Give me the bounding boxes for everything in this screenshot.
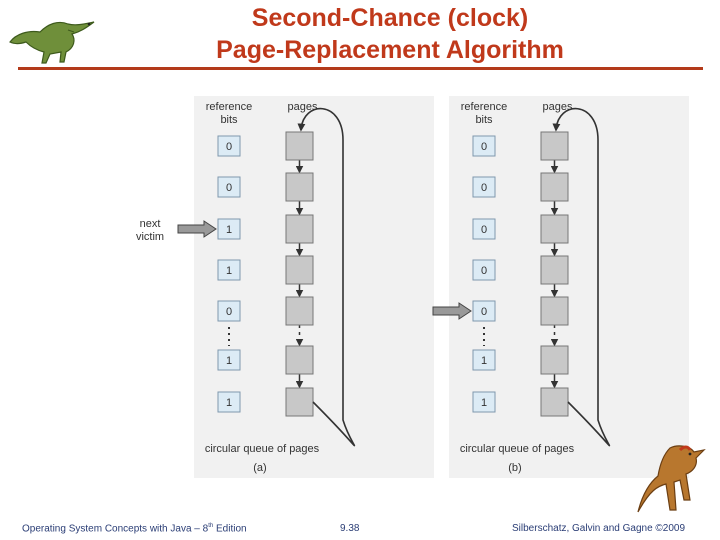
reference-bit-value: 0 (481, 182, 487, 194)
reference-bit-value: 0 (226, 182, 232, 194)
reference-bit-value: 0 (481, 141, 487, 153)
title-divider (18, 67, 703, 70)
page-box (540, 345, 569, 375)
reference-bit-value: 1 (226, 397, 232, 409)
reference-bits-label: reference (461, 101, 507, 113)
next-victim-arrow (177, 220, 217, 238)
next-victim-arrow (432, 302, 472, 320)
slide-title-line1: Second-Chance (clock) (251, 4, 529, 32)
page-box (285, 131, 314, 161)
page-box (285, 172, 314, 202)
reference-bit-value: 0 (481, 265, 487, 277)
footer-copyright: Silberschatz, Galvin and Gagne ©2009 (512, 523, 686, 534)
reference-bit-box (217, 349, 241, 371)
page-box (540, 214, 569, 244)
reference-bits-label: reference (206, 101, 252, 113)
reference-bit-box (217, 176, 241, 198)
page-box (285, 255, 314, 285)
reference-bit-box (472, 300, 496, 322)
reference-bit-box (472, 176, 496, 198)
reference-bit-value: 1 (226, 265, 232, 277)
page-box (285, 214, 314, 244)
reference-bit-box (217, 218, 241, 240)
reference-bit-box (472, 349, 496, 371)
page-box (540, 172, 569, 202)
reference-bit-value: 0 (226, 306, 232, 318)
panel-caption: (a) (253, 462, 266, 474)
reference-bit-value: 1 (226, 355, 232, 367)
reference-bit-value: 1 (481, 355, 487, 367)
slide-title: Second-Chance (clock) Page-Replacement A… (110, 2, 670, 66)
page-box (285, 296, 314, 326)
reference-bit-box (472, 259, 496, 281)
reference-bit-box (472, 135, 496, 157)
reference-bit-box (217, 259, 241, 281)
next-victim-label: victim (136, 231, 164, 243)
page-box (540, 255, 569, 285)
pages-label: pages (288, 101, 318, 113)
page-box (540, 387, 569, 417)
circular-queue-label: circular queue of pages (460, 443, 575, 455)
reference-bit-box (217, 391, 241, 413)
footer-book-title: Operating System Concepts with Java – 8t… (22, 523, 247, 534)
page-box (540, 131, 569, 161)
pages-label: pages (543, 101, 573, 113)
reference-bit-box (217, 300, 241, 322)
panel-background (194, 96, 434, 478)
reference-bits-label: bits (220, 114, 238, 126)
page-box (540, 296, 569, 326)
reference-bit-value: 0 (481, 306, 487, 318)
footer-book-edition-text: Edition (213, 523, 247, 535)
footer-slide-number: 9.38 (340, 523, 360, 534)
reference-bit-box (472, 218, 496, 240)
reference-bits-label: bits (475, 114, 493, 126)
reference-bit-box (472, 391, 496, 413)
panel-caption: (b) (508, 462, 521, 474)
next-victim-label: next (140, 218, 161, 230)
footer-book-edition-sup: th (208, 523, 214, 529)
reference-bit-value: 1 (481, 397, 487, 409)
dinosaur-mascot-icon (637, 445, 706, 513)
circular-queue-loop (297, 107, 356, 447)
panel-background (449, 96, 689, 478)
reference-bit-box (217, 135, 241, 157)
footer-book-title-text: Operating System Concepts with Java – 8 (22, 523, 209, 535)
circular-queue-loop (552, 107, 611, 447)
dinosaur-logo-icon (9, 21, 95, 64)
page-box (285, 387, 314, 417)
reference-bit-value: 1 (226, 224, 232, 236)
reference-bit-value: 0 (226, 141, 232, 153)
reference-bit-value: 0 (481, 224, 487, 236)
page-box (285, 345, 314, 375)
slide-title-line2: Page-Replacement Algorithm (216, 36, 564, 64)
circular-queue-label: circular queue of pages (205, 443, 320, 455)
